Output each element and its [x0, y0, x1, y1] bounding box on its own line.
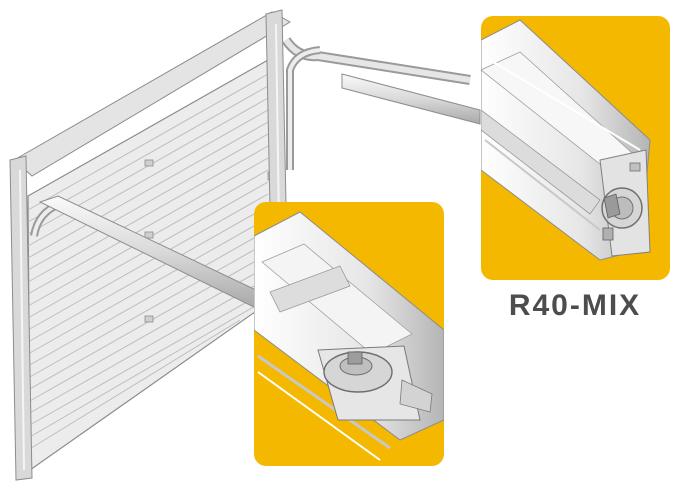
product-label: R40-MIX — [508, 289, 642, 322]
track-profile-detail — [481, 16, 670, 280]
roller-bracket-detail — [254, 202, 444, 466]
